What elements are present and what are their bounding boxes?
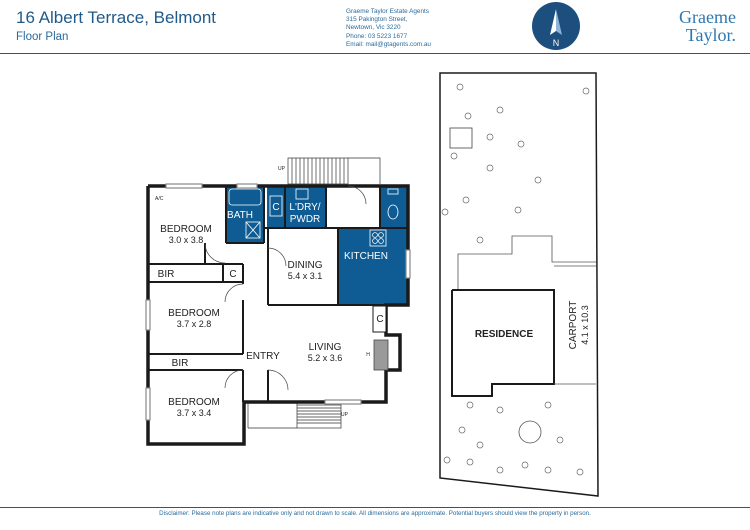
property-title: 16 Albert Terrace, Belmont bbox=[16, 8, 217, 27]
bir2-label: BIR bbox=[172, 358, 189, 369]
living-label: LIVING bbox=[309, 342, 342, 353]
floor-plan: BEDROOM 3.0 x 3.8 BATH C L'DRY/ PWDR DIN… bbox=[145, 72, 599, 497]
site-plan: RESIDENCE CARPORT 4.1 x 10.3 bbox=[439, 72, 599, 497]
footer-divider bbox=[0, 507, 750, 508]
disclaimer-text: Disclaimer: Please note plans are indica… bbox=[159, 510, 591, 517]
compass-letter: N bbox=[553, 38, 560, 48]
brand-logo: Graeme Taylor. bbox=[679, 8, 736, 44]
plan-subtitle: Floor Plan bbox=[16, 31, 69, 43]
bedroom2-label: BEDROOM bbox=[168, 308, 220, 319]
rear-stairs-up-label: UP bbox=[278, 166, 286, 172]
north-arrow-icon: N bbox=[550, 9, 562, 48]
interior-walls bbox=[148, 186, 408, 402]
house-plan: BEDROOM 3.0 x 3.8 BATH C L'DRY/ PWDR DIN… bbox=[145, 157, 411, 446]
agent-email: Email: mail@gtagents.com.au bbox=[346, 40, 431, 48]
agent-contact: Graeme Taylor Estate Agents 315 Pakingto… bbox=[346, 8, 431, 49]
wc-fill bbox=[380, 186, 407, 228]
bir1-label: BIR bbox=[158, 269, 175, 280]
agent-phone: Phone: 03 5223 1677 bbox=[346, 32, 408, 40]
garden-circle bbox=[518, 420, 542, 444]
laundry-cupboard bbox=[269, 195, 283, 217]
residence-outline bbox=[451, 289, 555, 397]
header-divider bbox=[0, 53, 750, 54]
hearth-label: H bbox=[366, 352, 370, 358]
kitchen-label: KITCHEN bbox=[344, 251, 388, 262]
garden-shed bbox=[449, 127, 473, 149]
dining-label: DINING bbox=[288, 260, 323, 271]
dining-dims: 5.4 x 3.1 bbox=[288, 271, 323, 281]
carport-label: CARPORT bbox=[568, 301, 579, 350]
front-stairs-up-label: UP bbox=[341, 412, 349, 418]
living-dims: 5.2 x 3.6 bbox=[308, 353, 343, 363]
door-swings bbox=[204, 185, 367, 391]
laundry-label-line1: L'DRY/ bbox=[289, 202, 320, 213]
compass-logo: N bbox=[532, 2, 580, 50]
bedroom1-dims: 3.0 x 3.8 bbox=[169, 235, 204, 245]
front-stairs bbox=[247, 401, 342, 429]
carport-dims: 4.1 x 10.3 bbox=[580, 305, 590, 345]
bath-fill bbox=[226, 186, 264, 243]
bedroom1-cupboard-label: C bbox=[229, 269, 236, 280]
bath-label: BATH bbox=[227, 210, 253, 221]
living-cupboard-label: C bbox=[376, 314, 383, 325]
page-header: 16 Albert Terrace, Belmont Floor Plan Gr… bbox=[0, 0, 750, 52]
brand-line-2: Taylor. bbox=[685, 25, 736, 45]
entry-label: ENTRY bbox=[246, 351, 280, 362]
bedroom1-label: BEDROOM bbox=[160, 224, 212, 235]
residence-label: RESIDENCE bbox=[475, 329, 534, 340]
rear-deck-outline bbox=[457, 235, 596, 296]
fixtures bbox=[228, 188, 399, 247]
agent-name: Graeme Taylor Estate Agents bbox=[346, 8, 430, 15]
living-cupboard bbox=[372, 305, 387, 333]
laundry-label-line2: PWDR bbox=[290, 214, 321, 225]
aircon-label: A/C bbox=[155, 196, 164, 202]
agent-suburb: Newtown, Vic 3220 bbox=[346, 24, 401, 32]
rear-stairs bbox=[287, 157, 381, 185]
bedroom3-dims: 3.7 x 3.4 bbox=[177, 408, 212, 418]
fireplace-hearth bbox=[373, 339, 389, 371]
bedroom3-label: BEDROOM bbox=[168, 397, 220, 408]
windows bbox=[145, 183, 411, 421]
laundry-cupboard-label: C bbox=[272, 202, 279, 213]
bedroom2-dims: 3.7 x 2.8 bbox=[177, 319, 212, 329]
brand-line-1: Graeme bbox=[679, 7, 736, 27]
trees bbox=[441, 83, 590, 476]
agent-street: 315 Pakington Street, bbox=[346, 16, 408, 24]
